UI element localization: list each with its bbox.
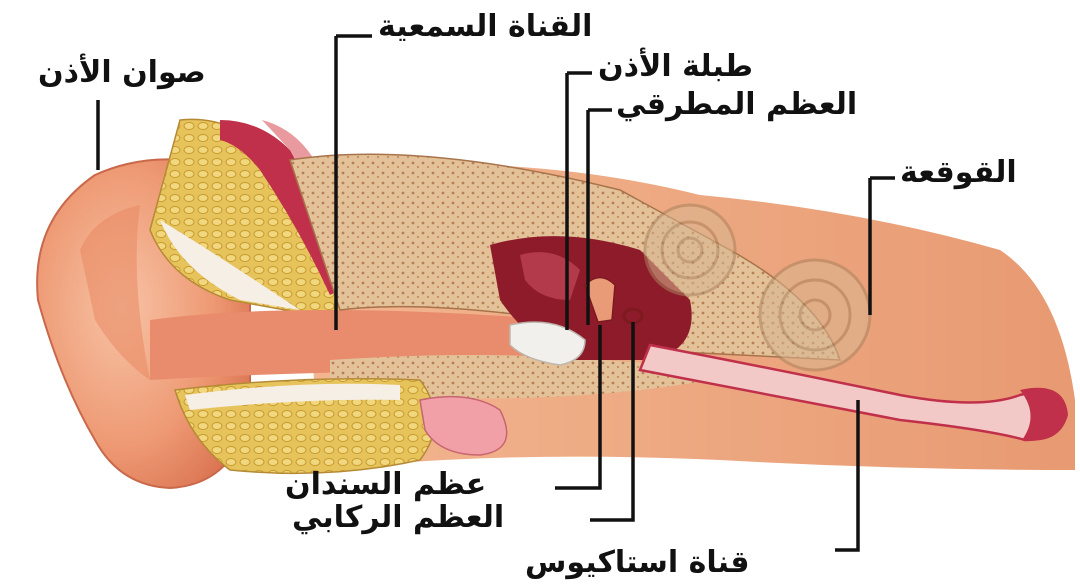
- label-malleus: العظم المطرقي: [616, 90, 857, 120]
- label-cochlea: القوقعة: [900, 158, 1017, 188]
- label-ear-canal: القناة السمعية: [378, 12, 592, 42]
- label-auricle: صوان الأذن: [38, 58, 206, 88]
- label-incus: عظم السندان: [285, 470, 486, 500]
- label-stapes: العظم الركابي: [292, 503, 504, 533]
- label-eustachian-tube: قناة استاكيوس: [525, 548, 750, 578]
- label-eardrum: طبلة الأذن: [598, 52, 753, 82]
